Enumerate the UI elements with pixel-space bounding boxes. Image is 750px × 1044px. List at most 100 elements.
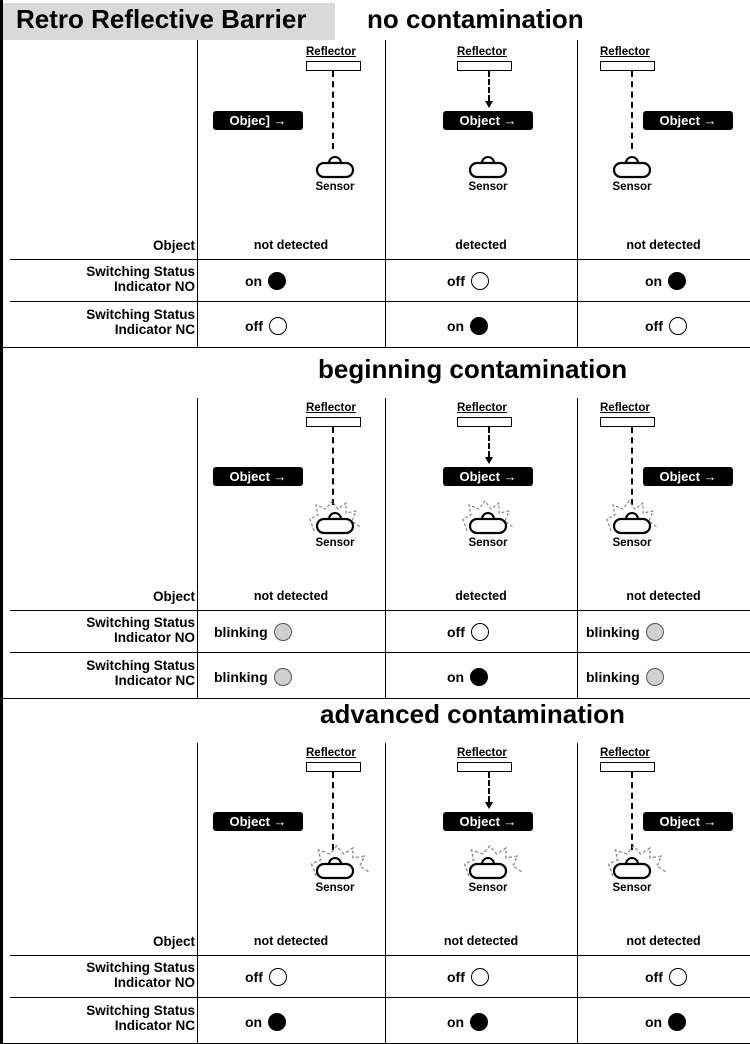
row-divider bbox=[10, 610, 750, 611]
beam-arrow bbox=[485, 802, 493, 809]
object-status: not detected bbox=[253, 238, 329, 252]
indicator-nc-label: on bbox=[447, 318, 465, 334]
indicator-no: on bbox=[645, 267, 687, 295]
indicator-no-label: off bbox=[447, 624, 465, 640]
indicator-no: off bbox=[447, 618, 489, 646]
reflector-label: Reflector bbox=[600, 402, 650, 414]
column-divider bbox=[385, 743, 386, 1043]
section-title: advanced contamination bbox=[320, 699, 625, 729]
indicator-led-icon bbox=[668, 968, 687, 986]
light-beam bbox=[631, 427, 633, 505]
column-divider bbox=[385, 398, 386, 698]
light-beam bbox=[488, 71, 490, 101]
row-divider bbox=[0, 347, 750, 348]
row-divider bbox=[10, 652, 750, 653]
row-label-line: Indicator NO bbox=[113, 279, 195, 294]
row-label-line: Switching Status bbox=[86, 960, 195, 975]
reflector-bar bbox=[306, 762, 361, 772]
indicator-no-label: blinking bbox=[586, 624, 640, 640]
indicator-no-label: off bbox=[645, 969, 663, 985]
sensor-label: Sensor bbox=[315, 537, 355, 549]
object-tag: Object → bbox=[643, 111, 733, 130]
sensor-label: Sensor bbox=[612, 537, 652, 549]
indicator-nc: on bbox=[447, 1008, 489, 1036]
indicator-nc-label: blinking bbox=[214, 669, 268, 685]
object-status: detected bbox=[455, 238, 507, 252]
object-status: not detected bbox=[253, 934, 329, 948]
sensor-label: Sensor bbox=[612, 882, 652, 894]
indicator-led-icon bbox=[470, 272, 489, 290]
beam-arrow bbox=[485, 457, 493, 464]
reflector: Reflector bbox=[600, 402, 732, 452]
object-status: not detected bbox=[443, 934, 519, 948]
indicator-no: off bbox=[645, 963, 687, 991]
row-label-line: Indicator NC bbox=[114, 322, 195, 337]
reflector-label: Reflector bbox=[306, 46, 356, 58]
sensor-label: Sensor bbox=[468, 882, 508, 894]
row-divider bbox=[10, 997, 750, 998]
sensor-icon bbox=[468, 156, 508, 179]
indicator-nc: on bbox=[645, 1008, 687, 1036]
sensor-icon bbox=[463, 845, 523, 880]
reflector: Reflector bbox=[457, 46, 589, 96]
column-divider bbox=[385, 40, 386, 347]
section-title: beginning contamination bbox=[318, 354, 628, 384]
beam-arrow bbox=[485, 101, 493, 108]
indicator-led-icon bbox=[470, 317, 489, 335]
indicator-nc: off bbox=[245, 312, 287, 340]
reflector-bar bbox=[600, 762, 655, 772]
light-beam bbox=[488, 772, 490, 802]
indicator-led-icon bbox=[668, 1013, 687, 1031]
light-beam bbox=[332, 772, 334, 850]
indicator-nc-label: on bbox=[447, 1014, 465, 1030]
indicator-no-label: off bbox=[245, 969, 263, 985]
column-divider bbox=[577, 398, 578, 698]
object-tag: Object → bbox=[643, 467, 733, 486]
reflector: Reflector bbox=[600, 747, 732, 797]
column-divider bbox=[577, 40, 578, 347]
row-label-line: Switching Status bbox=[86, 658, 195, 673]
indicator-nc: on bbox=[447, 663, 489, 691]
indicator-led-icon bbox=[268, 272, 287, 290]
indicator-nc-label: off bbox=[245, 318, 263, 334]
reflector: Reflector bbox=[457, 747, 589, 797]
section-title: no contamination bbox=[367, 4, 584, 34]
object-tag: Object → bbox=[443, 467, 533, 486]
indicator-nc-label: on bbox=[245, 1014, 263, 1030]
reflector-label: Reflector bbox=[457, 402, 507, 414]
sensor-icon bbox=[612, 156, 652, 179]
indicator-led-icon bbox=[470, 623, 489, 641]
indicator-led-icon bbox=[668, 272, 687, 290]
indicator-no: blinking bbox=[586, 618, 664, 646]
sensor-label: Sensor bbox=[612, 181, 652, 193]
object-tag: Object → bbox=[443, 812, 533, 831]
object-status: detected bbox=[455, 589, 507, 603]
sensor-label: Sensor bbox=[315, 181, 355, 193]
row-label-line: Indicator NC bbox=[114, 1018, 195, 1033]
indicator-led-icon bbox=[268, 317, 287, 335]
reflector: Reflector bbox=[306, 747, 438, 797]
row-divider bbox=[10, 301, 750, 302]
column-divider bbox=[197, 743, 198, 1043]
row-divider bbox=[10, 955, 750, 956]
indicator-nc: on bbox=[245, 1008, 287, 1036]
indicator-no-label: off bbox=[447, 273, 465, 289]
reflector-label: Reflector bbox=[457, 747, 507, 759]
reflector-label: Reflector bbox=[457, 46, 507, 58]
sensor-label: Sensor bbox=[315, 882, 355, 894]
indicator-led-icon bbox=[668, 317, 687, 335]
column-divider bbox=[197, 398, 198, 698]
sensor-icon bbox=[310, 845, 370, 880]
row-divider bbox=[0, 698, 750, 699]
indicator-nc: blinking bbox=[214, 663, 292, 691]
indicator-led-icon bbox=[268, 968, 287, 986]
reflector-bar bbox=[457, 762, 512, 772]
object-tag: Object → bbox=[213, 812, 303, 831]
reflector: Reflector bbox=[306, 402, 438, 452]
